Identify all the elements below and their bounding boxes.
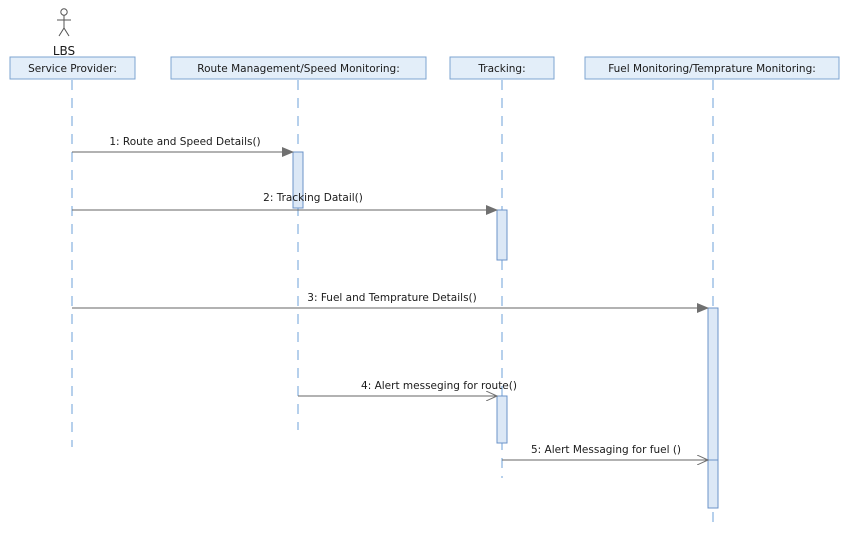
message-4[interactable]: 4: Alert messeging for route()	[298, 380, 517, 396]
activation-bar-tracking-2	[496, 395, 508, 444]
header-tracking[interactable]: Tracking:	[449, 56, 555, 80]
header-label: Fuel Monitoring/Temprature Monitoring:	[608, 63, 816, 75]
message-2[interactable]: 2: Tracking Datail()	[72, 192, 498, 215]
message-3[interactable]: 3: Fuel and Temprature Details()	[72, 292, 709, 313]
message-label: 2: Tracking Datail()	[263, 192, 363, 204]
actor-name: LBS	[53, 44, 75, 58]
activation-bar-tracking-1	[496, 209, 508, 261]
message-5[interactable]: 5: Alert Messaging for fuel ()	[502, 444, 708, 460]
message-label: 5: Alert Messaging for fuel ()	[531, 444, 681, 456]
header-label: Service Provider:	[28, 63, 117, 75]
header-route-management[interactable]: Route Management/Speed Monitoring:	[170, 56, 427, 80]
activation-bar-fuel-2	[707, 459, 719, 509]
stick-figure-icon	[57, 8, 71, 37]
activation-bar-fuel-1	[707, 307, 719, 461]
header-label: Route Management/Speed Monitoring:	[197, 63, 399, 75]
header-service-provider[interactable]: Service Provider:	[9, 56, 136, 80]
message-label: 4: Alert messeging for route()	[361, 380, 517, 392]
header-label: Tracking:	[477, 63, 525, 75]
message-label: 1: Route and Speed Details()	[109, 136, 260, 148]
activation-bar-route-1	[292, 151, 304, 209]
message-label: 3: Fuel and Temprature Details()	[307, 292, 476, 304]
actor-lbs: LBS	[53, 8, 75, 58]
message-1[interactable]: 1: Route and Speed Details()	[72, 136, 294, 157]
header-fuel-monitoring[interactable]: Fuel Monitoring/Temprature Monitoring:	[584, 56, 840, 80]
